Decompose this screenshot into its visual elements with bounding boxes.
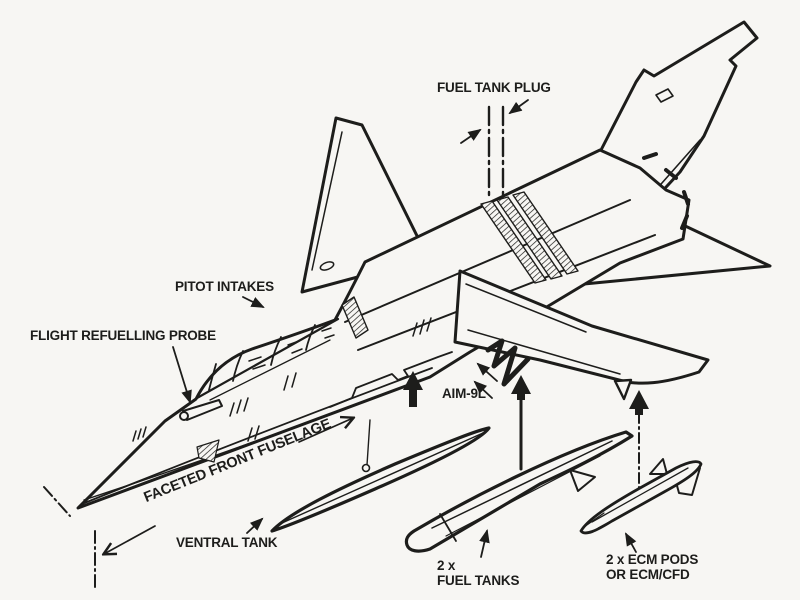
ecm-leader-arrow (625, 532, 637, 553)
label-ecm-pods-line1: 2 x ECM PODS (606, 552, 699, 567)
pitot-leader-arrow (242, 296, 265, 308)
aim9l-leader-arrow-2 (473, 380, 493, 399)
up-arrow-icon (511, 375, 531, 471)
leader-arrows (172, 296, 637, 558)
near-wing (453, 269, 710, 401)
label-flight-refuelling-probe: FLIGHT REFUELLING PROBE (30, 328, 216, 343)
fuel-tank-plug-bands (480, 191, 579, 284)
label-ecm-pods-line2: OR ECM/CFD (606, 567, 690, 582)
label-ecm-pods: 2 x ECM PODS OR ECM/CFD (606, 552, 698, 582)
panel-tick-marks (132, 317, 432, 442)
label-fuel-tanks: 2 x FUEL TANKS (437, 558, 519, 588)
pitot-intake-band (341, 296, 369, 339)
label-fuel-tank-plug: FUEL TANK PLUG (437, 80, 551, 95)
ecm-pod-shape (579, 458, 703, 535)
label-aim-9l: AIM-9L (442, 386, 486, 401)
fuel-tank-leader-arrow (479, 529, 490, 558)
fuel-plug-datum-lines (487, 105, 505, 202)
label-pitot-intakes: PITOT INTAKES (175, 279, 274, 294)
aim9l-leader-arrow-1 (476, 362, 498, 382)
exhaust-dashes (642, 152, 690, 230)
fuel-plug-pointer-arrows (460, 99, 529, 144)
pylon-zigzag-mark (485, 338, 531, 387)
faceted-dimension-arrows (104, 418, 353, 554)
label-ventral-tank: VENTRAL TANK (176, 535, 278, 550)
fuel-tank-shape (404, 430, 634, 553)
probe-leader-arrow (172, 346, 192, 404)
nose-centreline (43, 486, 96, 590)
refuelling-probe (179, 399, 223, 421)
label-fuel-tanks-name: FUEL TANKS (437, 573, 520, 588)
ventral-leader-arrow (246, 517, 264, 534)
up-arrow-icon (403, 371, 423, 407)
label-fuel-tanks-qty: 2 x (437, 558, 456, 573)
canopy (195, 317, 340, 401)
ventral-tank-shape (270, 419, 491, 533)
